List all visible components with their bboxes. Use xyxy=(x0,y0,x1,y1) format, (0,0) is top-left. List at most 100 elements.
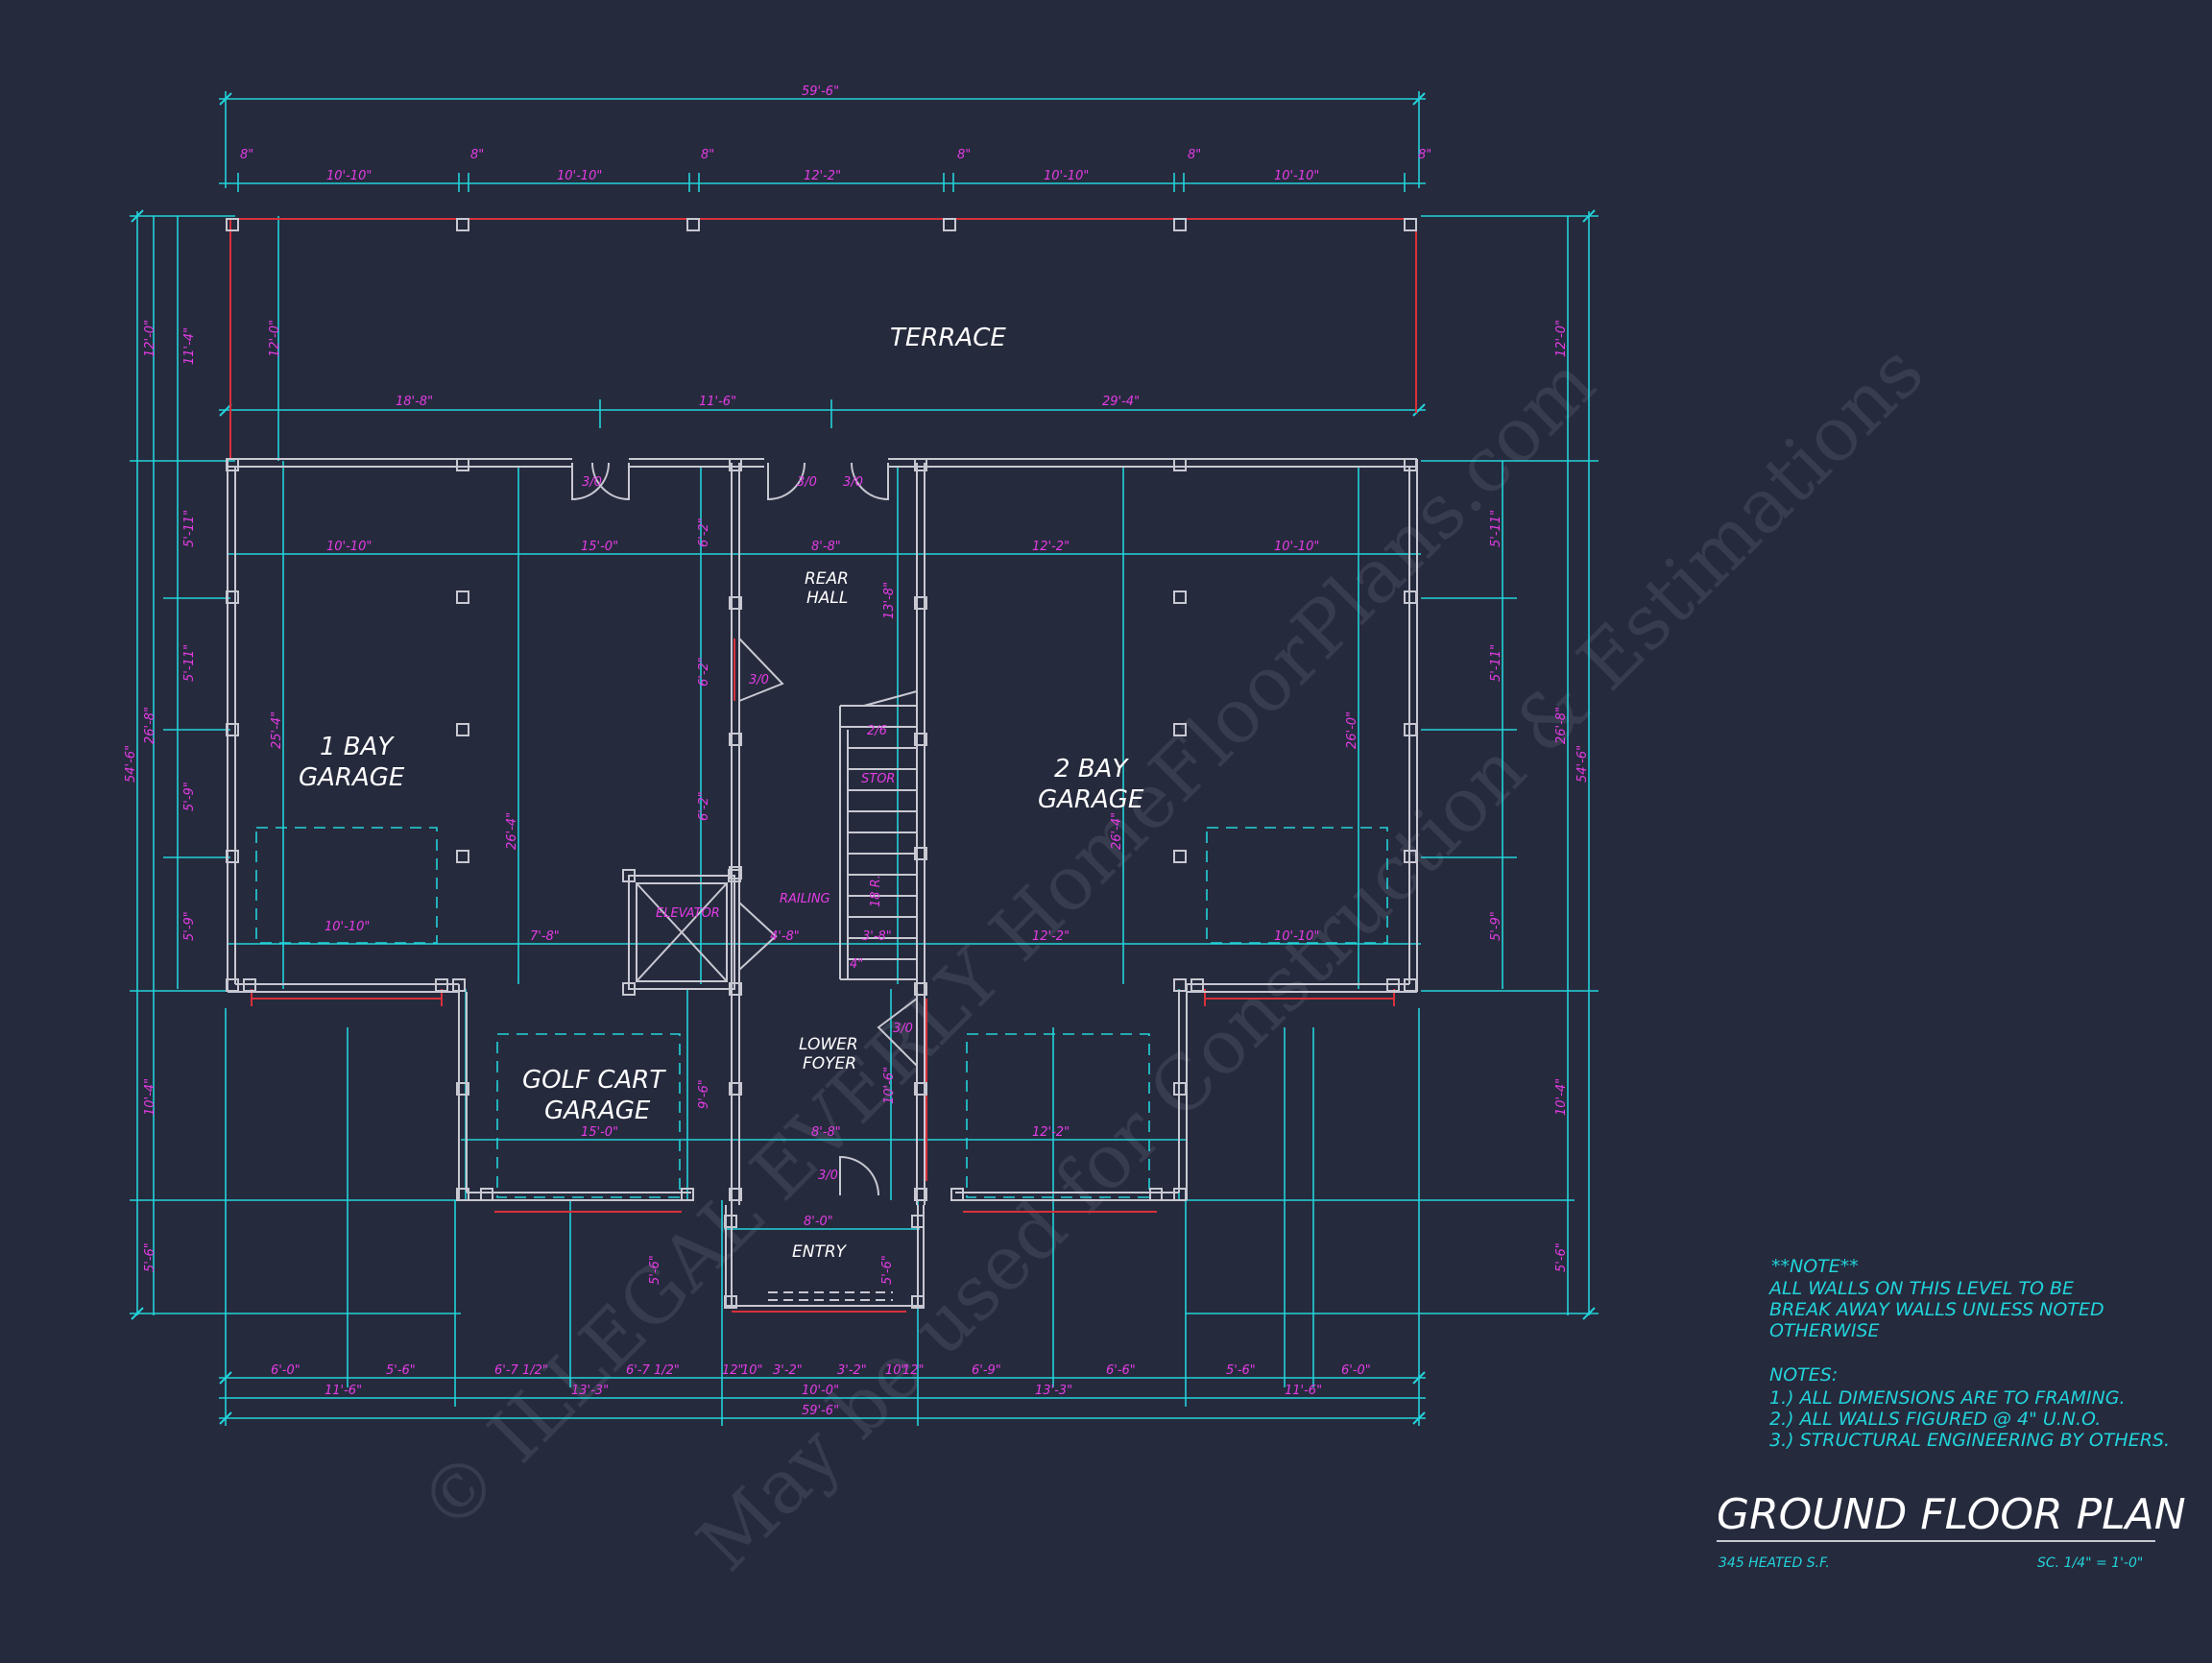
room-label-foyer-2: FOYER xyxy=(803,1054,856,1073)
door-tag-7: 2/6 xyxy=(867,724,887,738)
dim-upper-row: 10'-10" 15'-0" 8'-8" 12'-2" 10'-10" xyxy=(326,540,1319,554)
dim-int-13: 5'-6" xyxy=(880,1255,895,1285)
door-tag-6: 3/0 xyxy=(818,1169,838,1183)
room-label-golf-2: GARAGE xyxy=(544,1097,651,1125)
dim-top-1: 10'-10" xyxy=(326,169,372,183)
dimension-lines xyxy=(130,91,1599,1426)
dim-golf-3: 12'-2" xyxy=(1032,1125,1070,1140)
dim-int-8: 26'-4" xyxy=(1110,812,1124,850)
dim-top-eight-5: 8" xyxy=(1188,148,1201,162)
dim-b2-1: 11'-6" xyxy=(325,1384,362,1398)
dim-left-inner-1: 11'-4" xyxy=(182,327,197,365)
dim-b2-3: 10'-0" xyxy=(802,1384,839,1398)
room-label-rear-hall-1: REAR xyxy=(805,569,849,589)
dim-right-2: 26'-8" xyxy=(1554,707,1569,744)
dim-left-inner-3: 5'-11" xyxy=(182,644,197,682)
dim-terrace-row: 18'-8" 11'-6" 29'-4" xyxy=(396,395,1140,409)
dim-int-7: 13'-8" xyxy=(882,582,897,619)
columns xyxy=(226,218,1417,1309)
dim-b1-4: 6'-7 1/2" xyxy=(626,1363,680,1378)
door-tag-4: 3/0 xyxy=(749,673,769,687)
dim-left-1: 12'-0" xyxy=(143,320,157,357)
drawing-title: GROUND FLOOR PLAN xyxy=(1717,1490,2186,1539)
dim-b2-2: 13'-3" xyxy=(571,1384,609,1398)
dim-right-1: 12'-0" xyxy=(1554,320,1569,357)
dim-overall-top: 59'-6" xyxy=(802,84,839,99)
dim-b1-8: 3'-2" xyxy=(837,1363,867,1378)
dim-top-eight-6: 8" xyxy=(1418,148,1431,162)
door-tag-2: 3/0 xyxy=(797,475,817,490)
dim-b1-5: 12" xyxy=(722,1363,744,1378)
dimension-ticks xyxy=(131,92,1596,1425)
dim-left-overall: 54'-6" xyxy=(124,745,138,783)
dim-right-overall: 54'-6" xyxy=(1575,745,1590,783)
watermark-line-1: © ILLEGAL EVERLY HomeFloorPlans.com xyxy=(403,341,1612,1550)
dim-top-eight-1: 8" xyxy=(240,148,253,162)
dim-left-inner-2: 5'-11" xyxy=(182,510,197,547)
dim-upper-4: 12'-2" xyxy=(1032,540,1070,554)
dim-top-3: 12'-2" xyxy=(804,169,841,183)
dim-golf-row: 15'-0" 8'-8" 12'-2" 8'-0" xyxy=(581,1125,1070,1229)
dim-left-2: 26'-8" xyxy=(143,707,157,744)
room-label-1bay-1: 1 BAY xyxy=(320,733,395,761)
dim-int-2: 25'-4" xyxy=(270,711,284,749)
dim-b1-6: 10" xyxy=(741,1363,763,1378)
terrace-edge xyxy=(229,218,1417,1313)
dim-right-inner-3: 5'-9" xyxy=(1489,911,1503,941)
dim-entry: 8'-0" xyxy=(804,1215,833,1229)
title-block: GROUND FLOOR PLAN 345 HEATED S.F. SC. 1/… xyxy=(1717,1490,2186,1571)
dim-left-inner-5: 5'-9" xyxy=(182,911,197,941)
dim-lower-5: 12'-2" xyxy=(1032,929,1070,944)
dim-b1-11: 6'-9" xyxy=(972,1363,1001,1378)
dim-lower-row: 10'-10" 7'-8" 4'-8" 3'-8" 12'-2" 10'-10" xyxy=(325,920,1319,944)
dim-b1-12: 6'-6" xyxy=(1106,1363,1136,1378)
dim-top-eight-3: 8" xyxy=(701,148,714,162)
note-line-3: OTHERWISE xyxy=(1769,1320,1880,1341)
dim-top-5: 10'-10" xyxy=(1274,169,1319,183)
notes-heading: NOTES: xyxy=(1769,1364,1838,1386)
dim-top-row: 10'-10" 10'-10" 12'-2" 10'-10" 10'-10" 8… xyxy=(240,148,1431,183)
heated-area: 345 HEATED S.F. xyxy=(1719,1555,1830,1571)
dim-bottom-row-1: 6'-0" 5'-6" 6'-7 1/2" 6'-7 1/2" 12" 10" … xyxy=(271,1363,1371,1378)
dim-b2-4: 13'-3" xyxy=(1035,1384,1072,1398)
dim-upper-5: 10'-10" xyxy=(1274,540,1319,554)
dim-int-11: 10'-6" xyxy=(882,1067,897,1104)
dim-terrace-3: 29'-4" xyxy=(1102,395,1140,409)
dim-int-1: 12'-0" xyxy=(268,320,282,357)
room-label-rear-hall-2: HALL xyxy=(806,589,848,608)
room-label-railing: RAILING xyxy=(780,892,830,906)
dim-left: 12'-0" 26'-8" 10'-4" 5'-6" 11'-4" 5'-11"… xyxy=(124,320,197,1272)
dim-left-3: 10'-4" xyxy=(143,1078,157,1116)
door-tag-1: 3/0 xyxy=(582,475,602,490)
dim-lower-6: 10'-10" xyxy=(1274,929,1319,944)
note-heading: **NOTE** xyxy=(1771,1256,1859,1277)
dim-b1-3: 6'-7 1/2" xyxy=(494,1363,548,1378)
dim-b1-9: 10" xyxy=(885,1363,907,1378)
dim-right-inner-1: 5'-11" xyxy=(1489,510,1503,547)
door-tag-3: 3/0 xyxy=(843,475,863,490)
walls xyxy=(227,458,1418,1307)
room-label-elevator: ELEVATOR xyxy=(656,906,720,921)
notes-item-3: 3.) STRUCTURAL ENGINEERING BY OTHERS. xyxy=(1769,1430,2170,1451)
dim-top-4: 10'-10" xyxy=(1044,169,1089,183)
note-line-2: BREAK AWAY WALLS UNLESS NOTED xyxy=(1769,1299,2104,1320)
dim-upper-2: 15'-0" xyxy=(581,540,618,554)
dim-terrace-1: 18'-8" xyxy=(396,395,433,409)
room-label-2bay-1: 2 BAY xyxy=(1054,755,1129,783)
dim-upper-3: 8'-8" xyxy=(811,540,841,554)
drawing-scale: SC. 1/4" = 1'-0" xyxy=(2037,1555,2143,1571)
dim-bottom-overall: 59'-6" xyxy=(802,1404,839,1418)
dim-b1-7: 3'-2" xyxy=(773,1363,803,1378)
dim-lower-4: 3'-8" xyxy=(862,929,892,944)
dim-terrace-2: 11'-6" xyxy=(699,395,736,409)
dim-bottom-row-2: 11'-6" 13'-3" 10'-0" 13'-3" 11'-6" 59'-6… xyxy=(325,1384,1322,1418)
dim-top-eight-2: 8" xyxy=(470,148,484,162)
notes-item-2: 2.) ALL WALLS FIGURED @ 4" U.N.O. xyxy=(1769,1409,2101,1430)
dim-interior: 12'-0" 25'-4" 26'-4" 6'-2" 6'-2" 6'-2" 1… xyxy=(268,320,1359,1285)
notes-block: **NOTE** ALL WALLS ON THIS LEVEL TO BE B… xyxy=(1767,1256,2170,1451)
room-label-stor: STOR xyxy=(861,772,895,786)
dim-golf-1: 15'-0" xyxy=(581,1125,618,1140)
dim-lower-3: 4'-8" xyxy=(770,929,800,944)
dim-b1-10: 12" xyxy=(902,1363,925,1378)
